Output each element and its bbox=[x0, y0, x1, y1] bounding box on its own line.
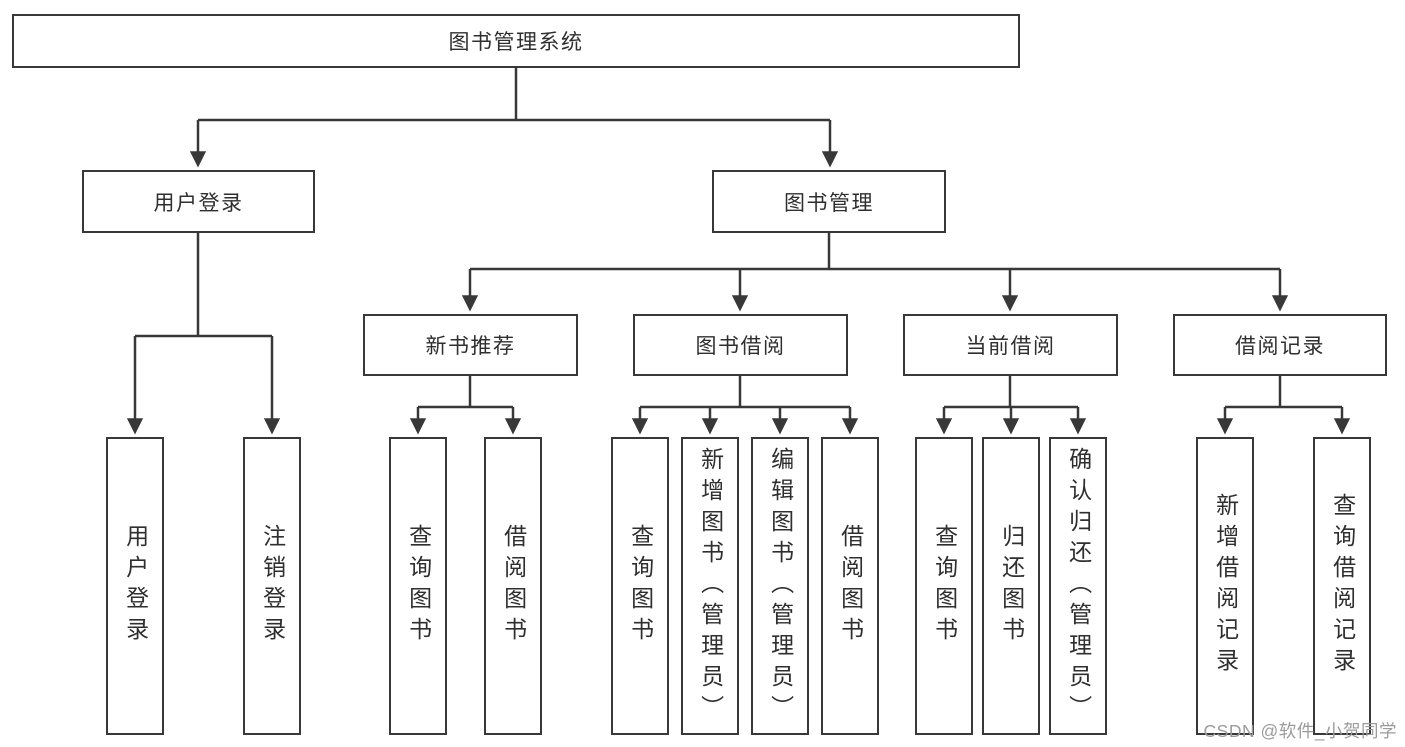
node-new-book-rec: 新书推荐 bbox=[363, 314, 578, 376]
leaf-logout-label: 注销登录 bbox=[259, 524, 286, 648]
leaf-query-books-current: 查询图书 bbox=[915, 437, 973, 735]
leaf-borrow-books-recommend-label: 借阅图书 bbox=[500, 524, 527, 648]
leaf-add-book-admin: 新增图书（管理员） bbox=[681, 437, 739, 735]
branch-new-book-rec bbox=[409, 376, 522, 435]
leaf-query-books-borrow: 查询图书 bbox=[611, 437, 669, 735]
leaf-query-books-current-label: 查询图书 bbox=[931, 524, 958, 648]
leaf-query-books-recommend: 查询图书 bbox=[389, 437, 447, 735]
leaf-confirm-return-admin: 确认归还（管理员） bbox=[1049, 437, 1107, 735]
leaf-return-books-label: 归还图书 bbox=[998, 524, 1025, 648]
leaf-user-login-label: 用户登录 bbox=[122, 524, 149, 648]
node-user-login-label: 用户登录 bbox=[153, 191, 244, 215]
node-borrow-records-label: 借阅记录 bbox=[1235, 335, 1325, 358]
node-book-mgmt: 图书管理 bbox=[712, 170, 946, 233]
leaf-edit-book-admin-label: 编辑图书（管理员） bbox=[767, 446, 794, 726]
leaf-logout: 注销登录 bbox=[243, 437, 301, 735]
node-current-borrow-label: 当前借阅 bbox=[965, 335, 1056, 358]
branch-root bbox=[189, 68, 839, 168]
node-book-borrow-label: 图书借阅 bbox=[695, 335, 786, 358]
leaf-add-book-admin-label: 新增图书（管理员） bbox=[697, 446, 724, 726]
node-new-book-rec-label: 新书推荐 bbox=[425, 335, 516, 358]
branch-user-login bbox=[126, 233, 281, 435]
node-root-label: 图书管理系统 bbox=[448, 31, 584, 54]
branch-book-mgmt bbox=[461, 233, 1289, 312]
leaf-query-borrow-record-label: 查询借阅记录 bbox=[1329, 493, 1356, 679]
branch-current-borrow bbox=[935, 376, 1087, 435]
branch-borrow-records bbox=[1216, 376, 1351, 435]
node-book-borrow: 图书借阅 bbox=[633, 314, 848, 376]
leaf-confirm-return-admin-label: 确认归还（管理员） bbox=[1065, 446, 1092, 726]
node-current-borrow: 当前借阅 bbox=[903, 314, 1118, 376]
leaf-user-login: 用户登录 bbox=[106, 437, 164, 735]
leaf-query-books-borrow-label: 查询图书 bbox=[627, 524, 654, 648]
leaf-borrow-books-recommend: 借阅图书 bbox=[484, 437, 542, 735]
leaf-borrow-books: 借阅图书 bbox=[821, 437, 879, 735]
leaf-query-borrow-record: 查询借阅记录 bbox=[1313, 437, 1371, 735]
leaf-query-books-recommend-label: 查询图书 bbox=[405, 524, 432, 648]
node-root: 图书管理系统 bbox=[12, 14, 1020, 68]
branch-book-borrow bbox=[631, 376, 859, 435]
leaf-edit-book-admin: 编辑图书（管理员） bbox=[751, 437, 809, 735]
leaf-add-borrow-record-label: 新增借阅记录 bbox=[1212, 493, 1239, 679]
leaf-return-books: 归还图书 bbox=[982, 437, 1040, 735]
leaf-add-borrow-record: 新增借阅记录 bbox=[1196, 437, 1254, 735]
leaf-borrow-books-label: 借阅图书 bbox=[837, 524, 864, 648]
node-borrow-records: 借阅记录 bbox=[1173, 314, 1387, 376]
node-user-login: 用户登录 bbox=[82, 170, 315, 233]
node-book-mgmt-label: 图书管理 bbox=[784, 191, 874, 215]
csdn-watermark: CSDN @软件_小贺同学 bbox=[1203, 721, 1397, 741]
